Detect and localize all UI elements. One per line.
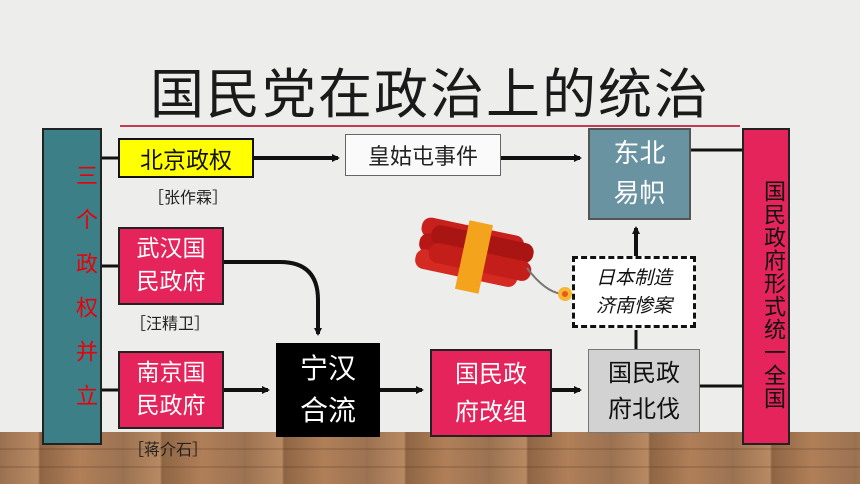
wuhan-leader: ［汪精卫］ <box>130 314 211 333</box>
jinan-line1: 日本制造 <box>595 267 672 289</box>
beijing-leader: ［张作霖］ <box>148 188 229 207</box>
wuhan-govt-box: 武汉国 民政府 <box>118 227 224 305</box>
nanjing-leader: ［蒋介石］ <box>128 440 209 459</box>
northeast-line2: 易帜 <box>613 179 666 209</box>
govt-reorganization-box: 国民政 府改组 <box>430 349 552 437</box>
unification-label: 国民政府形式统一全国 <box>742 128 790 445</box>
three-regimes-label: 三个政权并立 <box>42 128 102 445</box>
expedition-line1: 国民政 <box>608 359 680 387</box>
title-underline <box>120 125 740 127</box>
nanjing-line1: 南京国 <box>136 360 206 386</box>
nanjing-line2: 民政府 <box>136 393 206 419</box>
merger-line2: 合流 <box>299 394 356 427</box>
wooden-floor <box>0 432 860 484</box>
arrow-wuhan-merger <box>224 260 322 336</box>
reorg-line1: 国民政 <box>455 360 527 388</box>
ninghan-merger-box: 宁汉 合流 <box>276 343 380 437</box>
jinan-massacre-box: 日本制造 济南惨案 <box>572 256 696 328</box>
northeast-line1: 东北 <box>613 139 666 169</box>
wuhan-line1: 武汉国 <box>136 236 206 262</box>
beijing-govt-box: 北京政权 <box>118 138 254 178</box>
merger-line1: 宁汉 <box>299 352 356 385</box>
northeast-flag-change-box: 东北 易帜 <box>588 128 691 220</box>
northern-expedition-box: 国民政 府北伐 <box>588 349 700 433</box>
nanjing-govt-box: 南京国 民政府 <box>118 351 224 429</box>
page-title: 国民党在政治上的统治 <box>150 63 710 126</box>
dynamite-icon <box>415 217 572 301</box>
huanggutun-incident-box: 皇姑屯事件 <box>345 134 501 176</box>
jinan-line2: 济南惨案 <box>595 295 672 317</box>
reorg-line2: 府改组 <box>455 398 527 426</box>
wuhan-line2: 民政府 <box>136 269 206 295</box>
expedition-line2: 府北伐 <box>608 395 680 423</box>
